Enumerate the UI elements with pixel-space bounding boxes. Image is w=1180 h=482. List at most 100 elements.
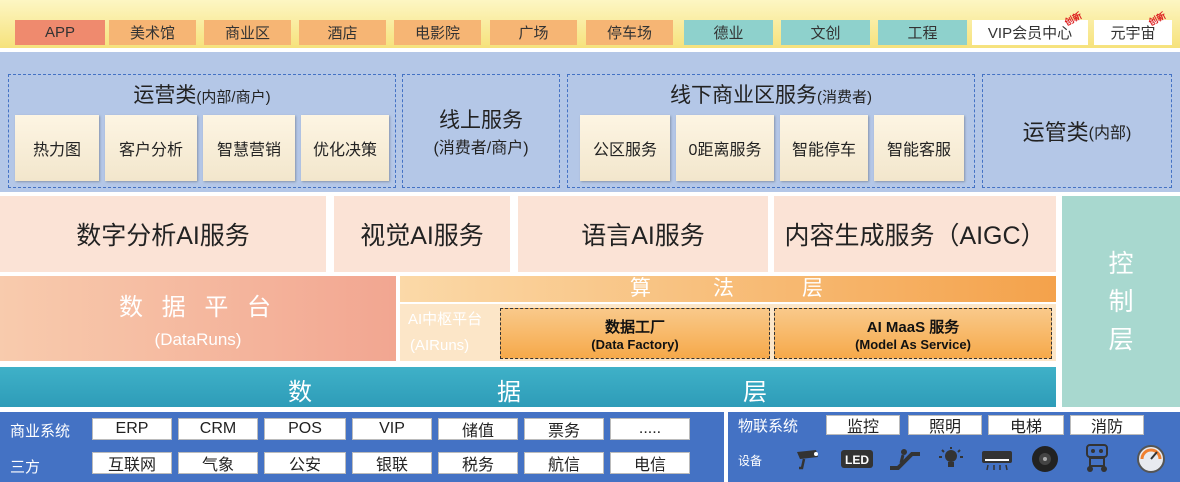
tile-customer-analysis[interactable]: 客户分析 (105, 115, 197, 181)
air-conditioner-icon[interactable] (980, 446, 1014, 472)
data-factory-box[interactable]: 数据工厂 (Data Factory) (500, 308, 770, 359)
maas-title: AI MaaS 服务 (866, 318, 960, 336)
iot-systems-panel: 物联系统 监控 照明 电梯 消防 设备 LED (728, 412, 1180, 482)
service-aigc[interactable]: 内容生成服务（AIGC） (774, 196, 1056, 272)
app-tile-parking[interactable]: 停车场 (586, 20, 673, 45)
light-bulb-icon[interactable] (934, 446, 968, 472)
offline-service-title-sub: (消费者) (817, 89, 872, 106)
app-tile-plaza[interactable]: 广场 (490, 20, 577, 45)
algorithm-layer: 算 法 层 (400, 276, 1056, 302)
system-label: 监控 (846, 419, 879, 436)
maas-box[interactable]: AI MaaS 服务 (Model As Service) (774, 308, 1052, 359)
data-layer-char: 数 (288, 379, 312, 406)
app-tile-app[interactable]: APP (15, 20, 105, 45)
app-tile-cinema[interactable]: 电影院 (394, 20, 481, 45)
tile-optimize-decision[interactable]: 优化决策 (301, 115, 389, 181)
system-label: 银联 (375, 457, 408, 474)
system-crm[interactable]: CRM (178, 418, 258, 440)
third-tax[interactable]: 税务 (438, 452, 518, 474)
tile-label: 公区服务 (592, 142, 657, 159)
tile-public-area[interactable]: 公区服务 (580, 115, 670, 181)
robot-icon[interactable] (1080, 442, 1114, 474)
tile-smart-service[interactable]: 智能客服 (874, 115, 964, 181)
app-label: 元宇宙 (1110, 25, 1156, 42)
tile-label: 客户分析 (118, 142, 183, 159)
app-tile-vip-center[interactable]: VIP会员中心 (972, 20, 1088, 45)
third-party-label: 三方 (10, 459, 41, 476)
tile-label: 热力图 (32, 142, 81, 159)
offline-service-title-text: 线下商业区服务 (670, 84, 817, 107)
system-label: CRM (199, 420, 237, 437)
app-label: 工程 (907, 25, 938, 42)
online-service-group: 线上服务 (消费者/商户) (402, 74, 560, 188)
third-weather[interactable]: 气象 (178, 452, 258, 474)
app-tile-deye[interactable]: 德业 (684, 20, 773, 45)
control-char: 层 (1108, 325, 1134, 354)
system-label: 税务 (461, 457, 494, 474)
management-sub: (内部) (1088, 125, 1132, 142)
data-factory-sub: (Data Factory) (591, 336, 679, 352)
system-ticketing[interactable]: 票务 (524, 418, 604, 440)
system-label: 照明 (928, 419, 961, 436)
system-stored-value[interactable]: 储值 (438, 418, 518, 440)
camera-icon[interactable] (792, 446, 826, 472)
gauge-icon[interactable] (1134, 444, 1168, 474)
system-vip[interactable]: VIP (352, 418, 432, 440)
system-label: 消防 (1090, 419, 1123, 436)
data-platform: 数 据 平 台 (DataRuns) (0, 276, 396, 361)
system-more[interactable]: ..... (610, 418, 690, 440)
system-pos[interactable]: POS (264, 418, 346, 440)
app-tile-hotel[interactable]: 酒店 (299, 20, 386, 45)
algorithm-char: 算 (630, 277, 651, 300)
tile-label: 智慧营销 (216, 142, 281, 159)
offline-service-group: 线下商业区服务(消费者) 公区服务 0距离服务 智能停车 智能客服 (567, 74, 975, 188)
tile-label: 智能客服 (886, 142, 951, 159)
system-label: POS (288, 420, 322, 437)
iot-fire[interactable]: 消防 (1070, 415, 1144, 436)
service-label: 语言AI服务 (581, 222, 705, 250)
data-layer-char: 层 (743, 379, 767, 406)
svg-text:LED: LED (845, 453, 869, 467)
ai-hub-title: AI中枢平台 (408, 311, 483, 328)
app-label: 商业区 (224, 25, 270, 42)
app-tile-metaverse[interactable]: 元宇宙 (1094, 20, 1172, 45)
iot-elevator[interactable]: 电梯 (988, 415, 1064, 436)
third-unionpay[interactable]: 银联 (352, 452, 432, 474)
tile-smart-marketing[interactable]: 智慧营销 (203, 115, 295, 181)
service-vision-ai[interactable]: 视觉AI服务 (334, 196, 510, 272)
tile-zero-distance[interactable]: 0距离服务 (676, 115, 774, 181)
application-layer: 运营类(内部/商户) 热力图 客户分析 智慧营销 优化决策 线上服务 (消费者/… (0, 52, 1180, 192)
system-erp[interactable]: ERP (92, 418, 172, 440)
data-layer-char: 据 (497, 379, 521, 406)
app-tile-art-museum[interactable]: 美术馆 (109, 20, 196, 45)
app-tile-culture[interactable]: 文创 (781, 20, 870, 45)
app-label: 酒店 (327, 25, 358, 42)
iot-monitor[interactable]: 监控 (826, 415, 900, 436)
control-char: 控 (1108, 249, 1134, 278)
escalator-icon[interactable] (888, 446, 922, 472)
app-label: APP (44, 24, 75, 41)
service-digital-analysis[interactable]: 数字分析AI服务 (0, 196, 326, 272)
data-layer: 数 据 层 (0, 367, 1056, 407)
system-label: 票务 (547, 423, 580, 440)
service-language-ai[interactable]: 语言AI服务 (518, 196, 768, 272)
system-label: 互联网 (107, 457, 156, 474)
third-aviation[interactable]: 航信 (524, 452, 604, 474)
data-factory-title: 数据工厂 (604, 318, 665, 336)
algorithm-char: 层 (802, 277, 823, 300)
algorithm-char: 法 (713, 277, 734, 300)
management-group: 运管类(内部) (982, 74, 1172, 188)
data-platform-title: 数 据 平 台 (118, 294, 277, 321)
third-police[interactable]: 公安 (264, 452, 346, 474)
service-label: 数字分析AI服务 (76, 222, 250, 250)
tile-heatmap[interactable]: 热力图 (15, 115, 99, 181)
third-telecom[interactable]: 电信 (610, 452, 690, 474)
led-icon[interactable]: LED (840, 446, 874, 472)
robot-vacuum-icon[interactable] (1028, 444, 1062, 474)
app-tile-engineering[interactable]: 工程 (878, 20, 967, 45)
app-label: VIP会员中心 (987, 25, 1073, 42)
app-tile-commercial[interactable]: 商业区 (204, 20, 291, 45)
tile-smart-parking[interactable]: 智能停车 (780, 115, 868, 181)
iot-lighting[interactable]: 照明 (908, 415, 982, 436)
third-internet[interactable]: 互联网 (92, 452, 172, 474)
